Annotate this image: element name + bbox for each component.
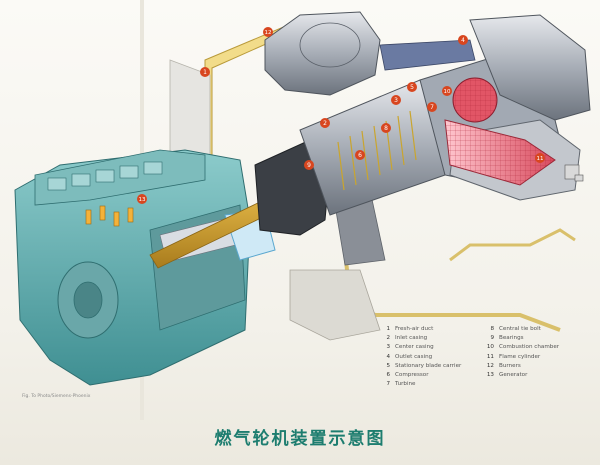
silo-ring bbox=[299, 22, 361, 68]
svg-text:11: 11 bbox=[537, 156, 544, 162]
legend-number: 1 bbox=[386, 326, 390, 332]
image-credit: Fig. To Photo/Siemens-Phoenix bbox=[22, 394, 91, 399]
svg-text:10: 10 bbox=[444, 89, 451, 95]
hot-gas-duct bbox=[379, 39, 476, 71]
legend-item: 9 Bearings bbox=[482, 334, 593, 343]
burners-right bbox=[564, 164, 584, 182]
legend-item: 10 Combustion chamber bbox=[482, 343, 593, 352]
callout-12: 12 bbox=[263, 27, 273, 37]
legend-label: Generator bbox=[499, 372, 528, 379]
legend-label: Combustion chamber bbox=[499, 344, 560, 351]
legend-item: 7 Turbine bbox=[378, 380, 482, 389]
legend-label: Burners bbox=[499, 362, 521, 369]
figure-caption: 燃气轮机装置示意图 bbox=[214, 429, 386, 449]
legend-item: 4 Outlet casing bbox=[378, 353, 482, 362]
cooler-fins bbox=[47, 161, 163, 191]
legend-number: 9 bbox=[490, 335, 494, 342]
pipe-right bbox=[449, 228, 576, 262]
combustion-chamber-silo bbox=[264, 11, 381, 96]
callout-7: 7 bbox=[427, 102, 437, 112]
legend-item: 5 Stationary blade carrier bbox=[378, 362, 482, 371]
legend-number: 10 bbox=[486, 344, 494, 351]
generator-bearing bbox=[73, 281, 103, 319]
svg-text:4: 4 bbox=[461, 37, 465, 44]
callout-2: 2 bbox=[320, 118, 330, 128]
callout-3: 3 bbox=[391, 95, 401, 105]
svg-text:1: 1 bbox=[203, 69, 207, 76]
legend-label: Inlet casing bbox=[395, 335, 428, 342]
callout-13: 13 bbox=[137, 194, 147, 204]
svg-text:8: 8 bbox=[384, 125, 388, 132]
svg-text:12: 12 bbox=[265, 30, 272, 36]
generator-bushings bbox=[85, 205, 134, 227]
legend-item: 6 Compressor bbox=[378, 371, 482, 380]
turbine-wheel-detail bbox=[453, 78, 497, 122]
svg-text:2: 2 bbox=[323, 120, 327, 127]
callout-10: 10 bbox=[442, 86, 452, 96]
legend-number: 7 bbox=[386, 381, 390, 388]
legend-label: Compressor bbox=[395, 372, 429, 379]
legend-number: 5 bbox=[386, 362, 390, 369]
svg-text:9: 9 bbox=[307, 162, 311, 169]
legend: 1 Fresh-air duct 8 Central tie bolt 2 Inlet c… bbox=[378, 325, 593, 389]
legend-number bbox=[482, 380, 494, 389]
legend-label: Stationary blade carrier bbox=[395, 362, 462, 369]
svg-text:6: 6 bbox=[358, 152, 362, 159]
legend-label: Outlet casing bbox=[395, 353, 433, 360]
callout-5: 5 bbox=[407, 82, 417, 92]
legend-item: 3 Center casing bbox=[378, 343, 482, 352]
callout-6: 6 bbox=[355, 150, 365, 160]
legend-label: Fresh-air duct bbox=[395, 326, 434, 332]
legend-label: Turbine bbox=[395, 381, 416, 388]
legend-number: 4 bbox=[386, 353, 390, 360]
legend-number: 11 bbox=[486, 353, 494, 360]
legend-number: 12 bbox=[486, 362, 494, 369]
legend-label: Central tie bolt bbox=[499, 326, 541, 332]
legend-number: 3 bbox=[386, 344, 390, 351]
callout-8: 8 bbox=[381, 123, 391, 133]
svg-text:13: 13 bbox=[139, 197, 146, 203]
legend-item: 8 Central tie bolt bbox=[482, 325, 593, 334]
legend-number: 6 bbox=[386, 372, 390, 379]
compressor-blades bbox=[337, 110, 417, 191]
legend-label: Center casing bbox=[395, 344, 434, 351]
legend-label: Flame cylinder bbox=[499, 353, 541, 360]
right-combustion-housing bbox=[469, 14, 591, 121]
svg-text:5: 5 bbox=[410, 84, 414, 91]
legend-item: 13 Generator bbox=[482, 371, 593, 380]
turbine-pedestal bbox=[289, 269, 381, 341]
svg-text:7: 7 bbox=[430, 104, 434, 111]
legend-item: 2 Inlet casing bbox=[378, 334, 482, 343]
svg-text:3: 3 bbox=[394, 97, 398, 104]
legend-number: 13 bbox=[486, 372, 494, 379]
legend-number: 2 bbox=[386, 335, 390, 342]
callout-1: 1 bbox=[200, 67, 210, 77]
flame-cylinder-mesh bbox=[445, 120, 555, 185]
legend-item: 12 Burners bbox=[482, 362, 593, 371]
legend-item: 1 Fresh-air duct bbox=[378, 325, 482, 334]
legend-number: 8 bbox=[490, 326, 494, 332]
callout-11: 11 bbox=[535, 153, 545, 163]
legend-label: Bearings bbox=[499, 335, 524, 342]
legend-item bbox=[482, 380, 593, 389]
callout-4: 4 bbox=[458, 35, 468, 45]
legend-item: 11 Flame cylinder bbox=[482, 353, 593, 362]
callout-9: 9 bbox=[304, 160, 314, 170]
